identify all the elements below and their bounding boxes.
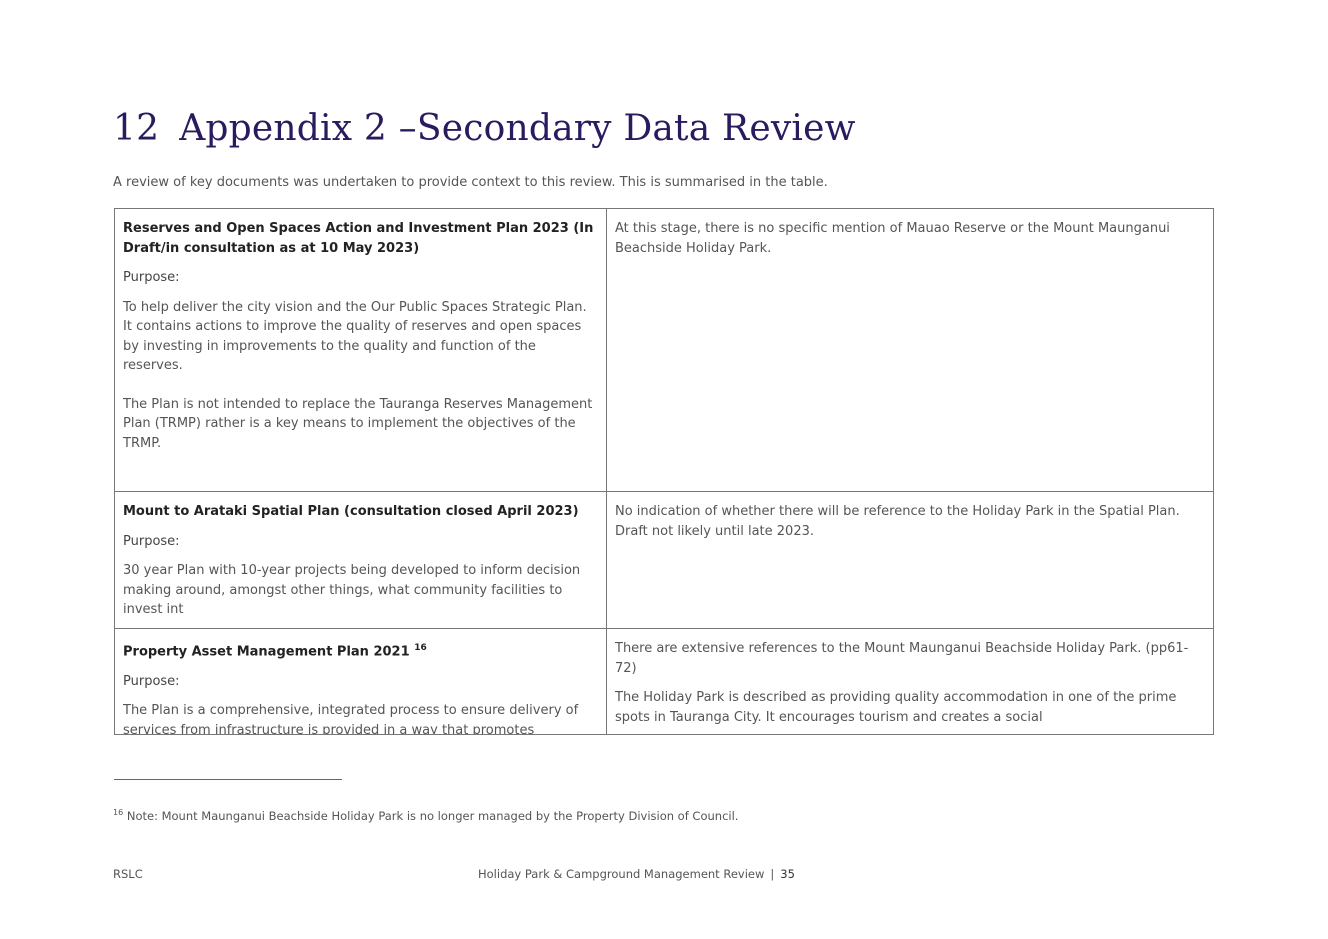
- footnote-divider: [114, 779, 342, 780]
- table-row: Property Asset Management Plan 2021 16 P…: [115, 629, 1213, 735]
- footnote: 16 Note: Mount Maunganui Beachside Holid…: [113, 808, 738, 823]
- section-title: Appendix 2 –Secondary Data Review: [179, 108, 856, 149]
- table-row: Mount to Arataki Spatial Plan (consultat…: [115, 492, 1213, 629]
- footer-doc-title: Holiday Park & Campground Management Rev…: [478, 867, 765, 881]
- section-number: 12: [113, 108, 160, 149]
- purpose-label: Purpose:: [123, 270, 180, 285]
- intro-paragraph: A review of key documents was undertaken…: [113, 175, 828, 190]
- comment-text: No indication of whether there will be r…: [615, 504, 1180, 539]
- footer-org: RSLC: [113, 867, 143, 881]
- comment-cell: No indication of whether there will be r…: [607, 492, 1213, 628]
- document-title-text: Property Asset Management Plan 2021: [123, 644, 410, 660]
- purpose-text: 30 year Plan with 10-year projects being…: [123, 563, 581, 617]
- page-number: 35: [780, 867, 795, 881]
- document-review-table: Reserves and Open Spaces Action and Inve…: [114, 208, 1214, 735]
- comment-text: There are extensive references to the Mo…: [615, 641, 1189, 676]
- document-title: Mount to Arataki Spatial Plan (consultat…: [123, 504, 579, 519]
- table-row: Reserves and Open Spaces Action and Inve…: [115, 209, 1213, 492]
- purpose-label: Purpose:: [123, 533, 180, 549]
- document-cell: Mount to Arataki Spatial Plan (consultat…: [115, 492, 607, 628]
- purpose-text: To help deliver the city vision and the …: [123, 299, 587, 374]
- footer-separator: |: [770, 867, 775, 881]
- document-title: Property Asset Management Plan 2021 16: [123, 639, 598, 662]
- purpose-text: The Plan is not intended to replace the …: [123, 396, 593, 451]
- comment-text: At this stage, there is no specific ment…: [615, 221, 1170, 256]
- footer-title: Holiday Park & Campground Management Rev…: [478, 867, 795, 881]
- footnote-text: Note: Mount Maunganui Beachside Holiday …: [126, 808, 739, 823]
- comment-cell: There are extensive references to the Mo…: [607, 629, 1213, 734]
- footnote-reference[interactable]: 16: [414, 643, 427, 653]
- document-title: Reserves and Open Spaces Action and Inve…: [123, 221, 594, 256]
- page-heading: 12 Appendix 2 –Secondary Data Review: [113, 108, 856, 149]
- document-cell: Property Asset Management Plan 2021 16 P…: [115, 629, 607, 735]
- purpose-text: The Plan is a comprehensive, integrated …: [123, 703, 579, 735]
- comment-cell: At this stage, there is no specific ment…: [607, 209, 1213, 491]
- purpose-label: Purpose:: [123, 673, 180, 689]
- footnote-number: 16: [113, 808, 124, 817]
- comment-text: The Holiday Park is described as providi…: [615, 690, 1177, 725]
- document-cell: Reserves and Open Spaces Action and Inve…: [115, 209, 607, 491]
